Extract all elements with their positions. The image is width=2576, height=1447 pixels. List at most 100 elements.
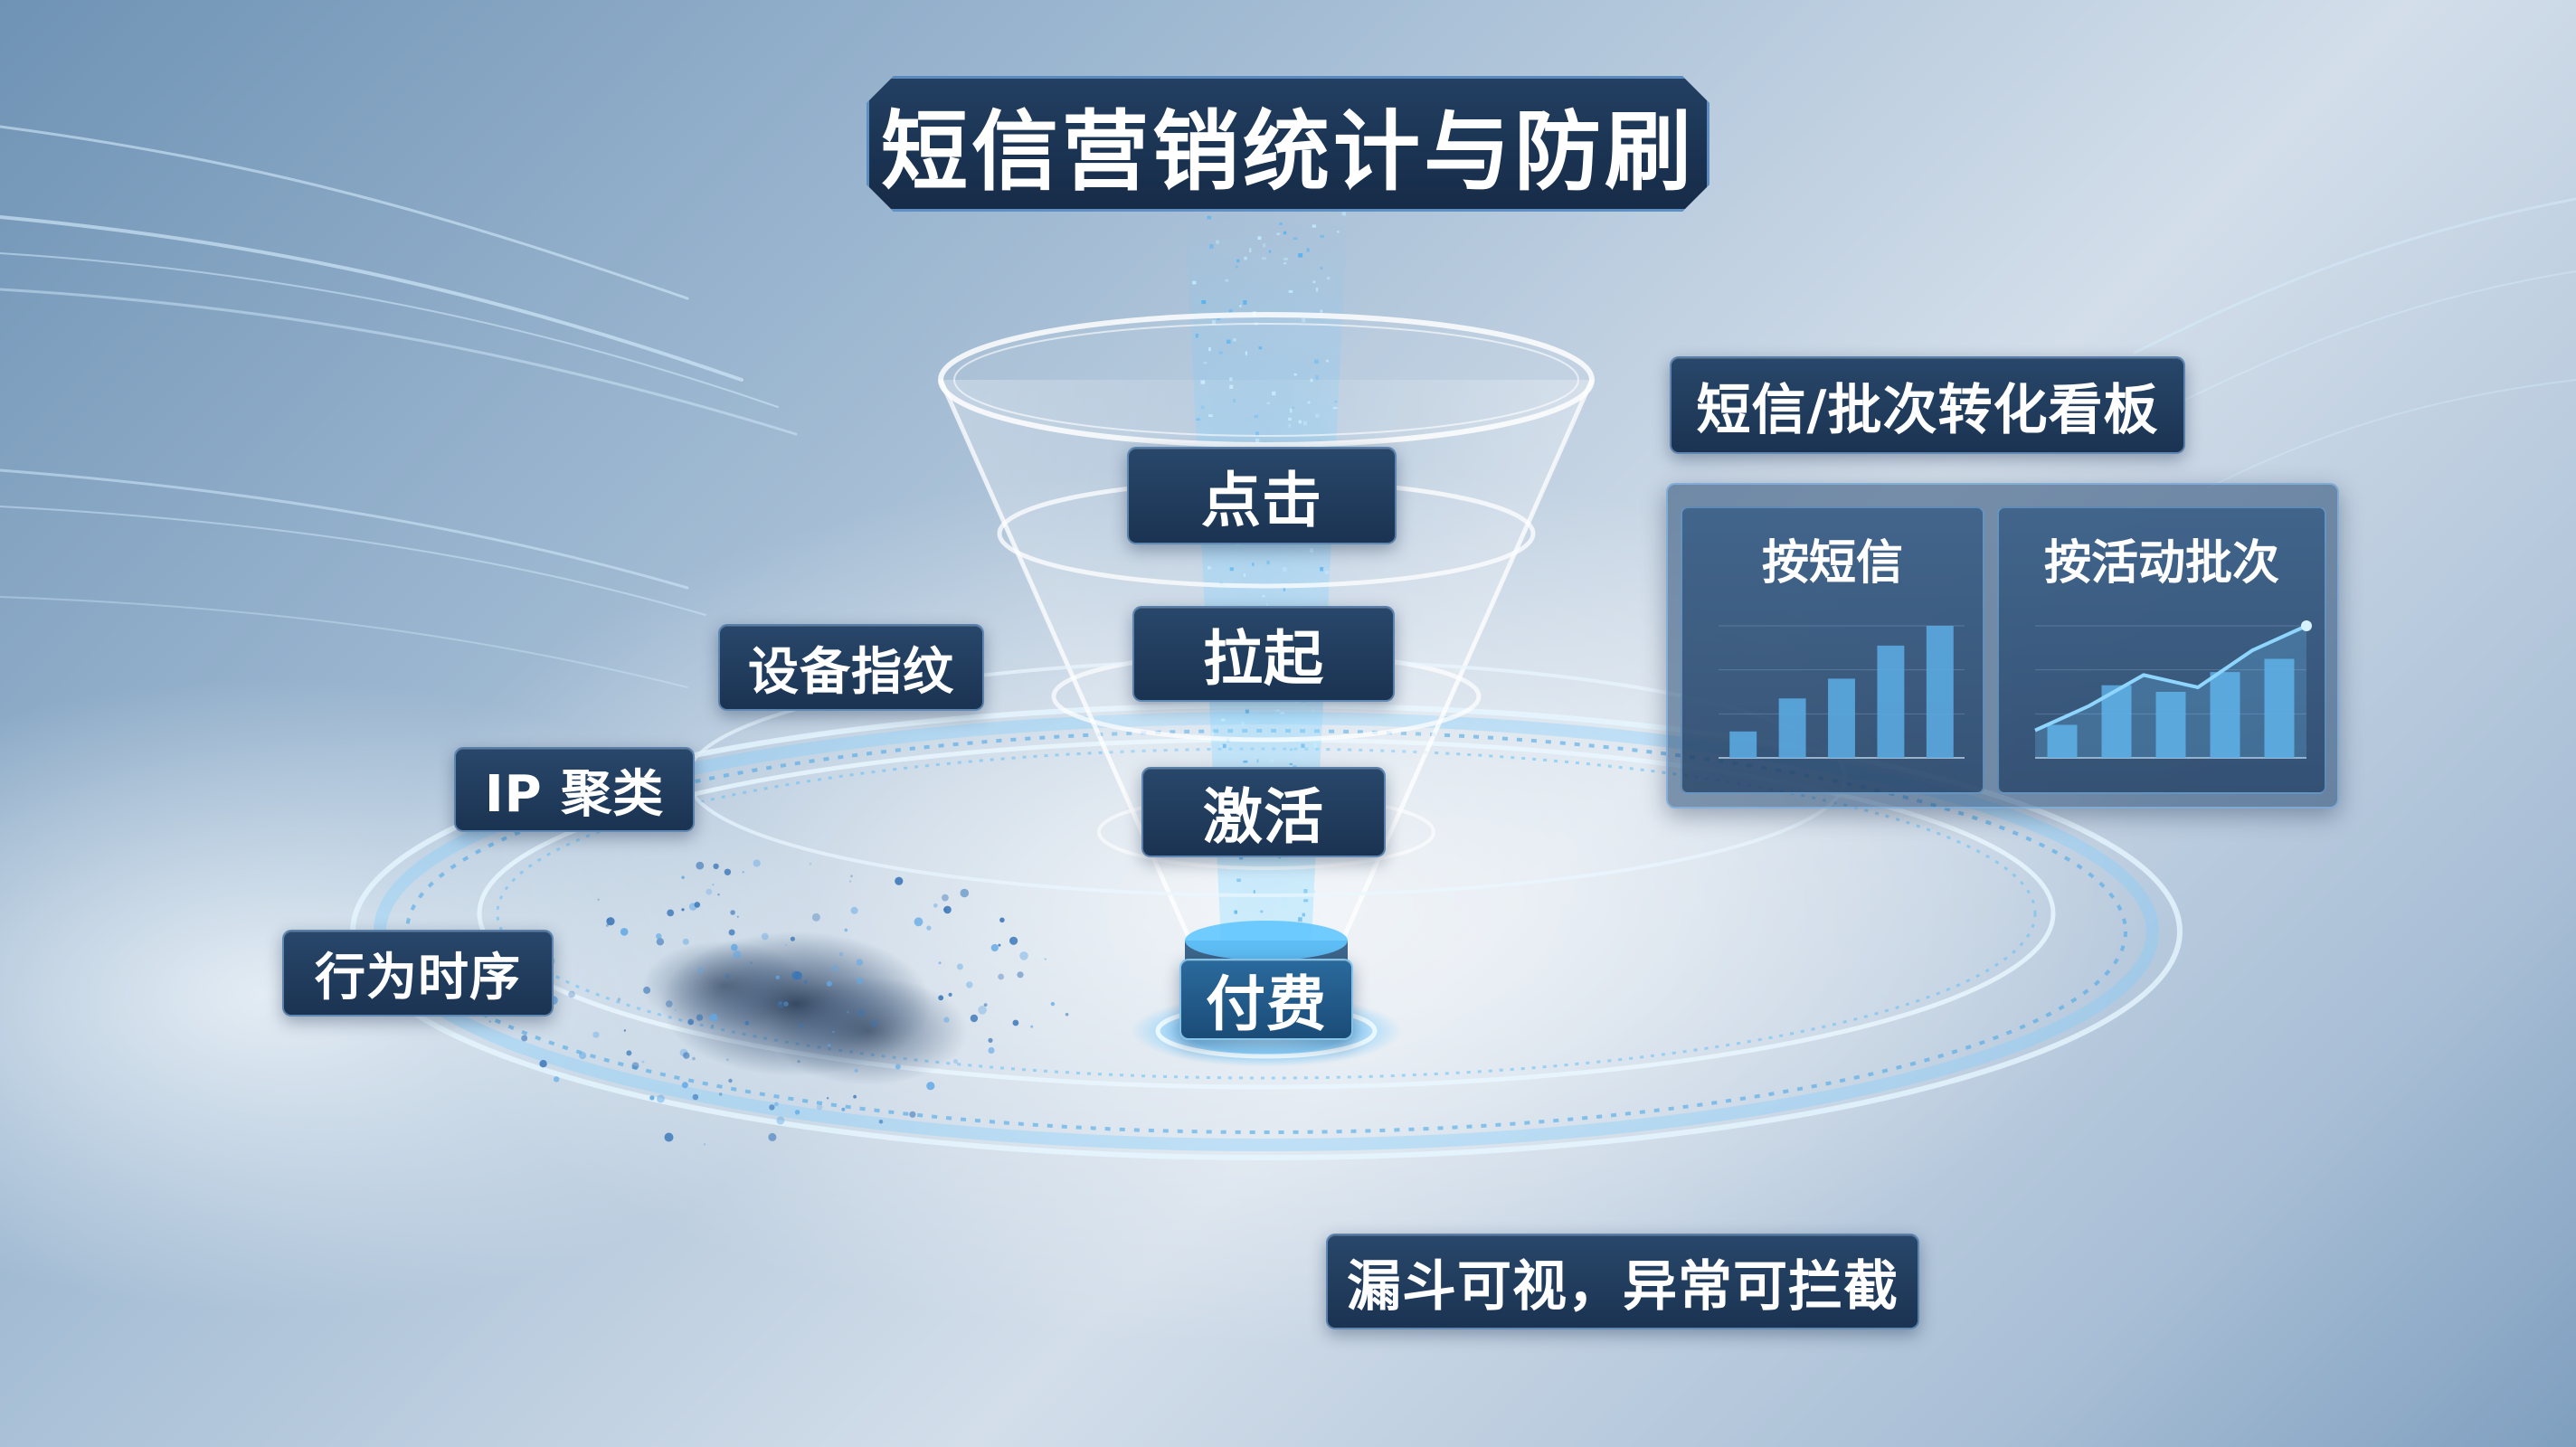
particle [775, 975, 780, 979]
particle [694, 902, 701, 908]
particle [956, 963, 963, 970]
stream-particle [1315, 374, 1319, 380]
stream-particle [1203, 362, 1208, 364]
stream-particle [1313, 359, 1319, 364]
stream-particle [1235, 265, 1238, 269]
particle [826, 1097, 829, 1100]
particle [870, 1019, 878, 1027]
particle [983, 1003, 988, 1007]
antifraud-ip-clustering: IP 聚类 [454, 747, 695, 832]
stream-particle [1306, 248, 1310, 252]
stream-particle [1245, 351, 1247, 355]
stream-particle [1268, 250, 1272, 253]
particle [1019, 951, 1028, 960]
particle [597, 898, 600, 901]
stream-particle [1341, 212, 1347, 216]
particle [617, 998, 621, 1001]
particle [998, 943, 1001, 947]
particle [832, 1030, 835, 1034]
particle [844, 928, 848, 932]
page-title: 短信营销统计与防刷 [867, 76, 1709, 212]
stream-particle [1225, 279, 1229, 282]
particle [592, 1031, 600, 1038]
particle [952, 1059, 959, 1064]
particle [718, 1092, 723, 1096]
stream-particle [1226, 339, 1231, 344]
stream-particle [1208, 346, 1211, 352]
particle [850, 875, 853, 878]
particle [750, 961, 753, 965]
particle [816, 1103, 823, 1111]
stream-particle [1236, 259, 1240, 263]
particle [539, 1060, 547, 1068]
stream-particle [1326, 277, 1331, 280]
particle [674, 1008, 677, 1012]
stream-particle [1293, 373, 1297, 376]
particle [943, 905, 952, 914]
particle [731, 943, 738, 951]
particle [1012, 1019, 1019, 1026]
bar [1926, 626, 1954, 758]
particle [713, 863, 719, 870]
particle [948, 992, 952, 997]
particle [838, 951, 844, 957]
particle [783, 1001, 789, 1007]
stream-particle [1212, 320, 1216, 325]
stream-particle [1244, 256, 1247, 260]
bar [1828, 678, 1855, 758]
particle [768, 1132, 777, 1141]
particle [681, 908, 685, 912]
stream-particle [1262, 257, 1266, 260]
stream-particle [1217, 317, 1221, 320]
particle [724, 868, 732, 875]
panel-by-sms: 按短信 [1681, 506, 1984, 794]
particle [909, 1111, 916, 1118]
stream-particle [1315, 287, 1319, 292]
stream-particle [1207, 215, 1212, 220]
particle [769, 1104, 775, 1111]
particle [711, 1024, 714, 1027]
stream-particle [1239, 305, 1242, 307]
particle [895, 1064, 901, 1070]
panel-by-batch: 按活动批次 [1997, 506, 2326, 794]
particle [728, 1078, 733, 1083]
particle [777, 1000, 785, 1008]
particle [938, 961, 942, 965]
particle [753, 859, 761, 867]
particle [626, 1050, 632, 1056]
stream-particle [1233, 338, 1236, 342]
particle [794, 1110, 800, 1115]
particle [568, 990, 575, 998]
particle [692, 1093, 699, 1101]
stream-particle [1218, 351, 1223, 355]
particle [726, 1058, 729, 1061]
trend-area [2035, 626, 2306, 758]
particle [926, 1082, 935, 1091]
stream-particle [1228, 309, 1233, 313]
footer-note: 漏斗可视，异常可拦截 [1326, 1234, 1919, 1329]
particle [1017, 971, 1024, 979]
particle [1050, 1001, 1056, 1007]
particle [666, 1000, 673, 1007]
stream-particle [1263, 243, 1266, 248]
particle [742, 871, 744, 874]
particle [826, 980, 832, 987]
particle [620, 928, 629, 936]
particle [657, 1094, 665, 1103]
stream-particle [1195, 333, 1198, 338]
particle [853, 1094, 857, 1099]
particle [960, 888, 970, 898]
particle [664, 1132, 674, 1142]
particle [914, 917, 923, 927]
particle [831, 964, 839, 972]
particle [724, 973, 730, 979]
stream-particle [1288, 289, 1293, 293]
particle [641, 1060, 645, 1064]
particle [942, 894, 949, 902]
particle [926, 925, 932, 931]
particle-cloud [642, 932, 968, 1085]
particle [841, 1107, 846, 1111]
particle [854, 1068, 858, 1073]
funnel-stage-click: 点击 [1127, 447, 1397, 544]
particle [856, 959, 864, 966]
